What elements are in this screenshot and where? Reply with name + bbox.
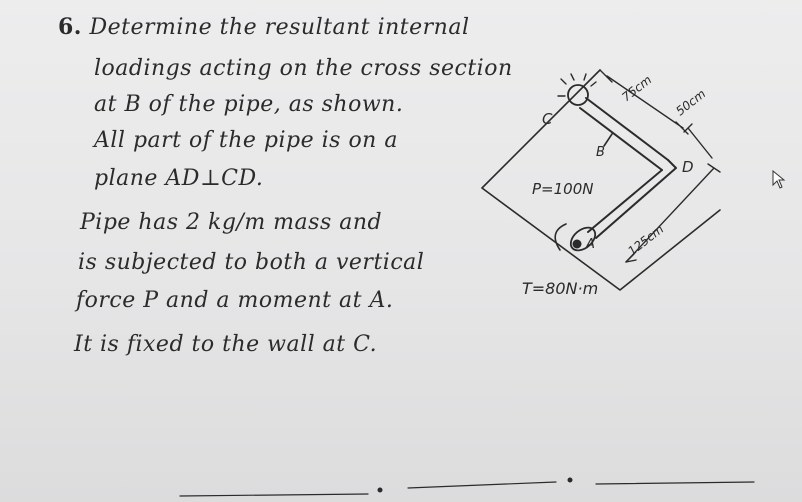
problem-number: 6.: [58, 14, 82, 40]
dim-line-50: [683, 123, 713, 159]
problem-line-9: It is fixed to the wall at C.: [74, 332, 378, 357]
problem-line-2: loadings acting on the cross section: [94, 56, 513, 81]
section-b-mark: [603, 133, 613, 147]
label-dim-75: 75cm: [619, 73, 654, 105]
label-moment-t: T=80N·m: [522, 279, 598, 298]
label-b: B: [596, 145, 605, 160]
signature-line-1: [179, 493, 369, 497]
point-a-dot: [572, 239, 582, 249]
problem-line-3: at B of the pipe, as shown.: [94, 92, 404, 117]
problem-line-1: 6. Determine the resultant internal: [58, 14, 470, 40]
dim-125-arrow: [625, 253, 637, 263]
wall-plane: [481, 69, 721, 291]
moment-arc: [554, 223, 567, 251]
signature-dot-1: [377, 487, 383, 493]
pipe-segment-da: [587, 159, 677, 239]
problem-line-4: All part of the pipe is on a: [94, 128, 398, 153]
label-c: C: [542, 110, 553, 128]
label-d: D: [682, 158, 694, 176]
problem-line-8: force P and a moment at A.: [76, 288, 394, 313]
pipe-segment-cd: [579, 97, 669, 171]
label-dim-50: 50cm: [673, 87, 708, 119]
wall-hatch: [557, 73, 597, 97]
signature-line-3: [595, 481, 755, 485]
label-dim-125: 125cm: [625, 222, 666, 258]
dim-line-75: [599, 69, 689, 135]
signature-line-2: [407, 481, 557, 489]
problem-line-7: is subjected to both a vertical: [78, 250, 425, 275]
wall-support-c: [567, 84, 589, 106]
mouse-pointer-icon: [772, 170, 786, 189]
problem-line-6: Pipe has 2 kg/m mass and: [80, 210, 383, 235]
pipe-end-a: [569, 226, 597, 252]
label-a: A: [585, 237, 595, 252]
problem-text-line: Determine the resultant internal: [89, 15, 470, 40]
dim-line-125: [625, 163, 721, 263]
signature-dot-2: [567, 477, 573, 483]
label-force-p: P=100N: [532, 180, 593, 198]
problem-line-5: plane AD⊥CD.: [94, 166, 264, 191]
